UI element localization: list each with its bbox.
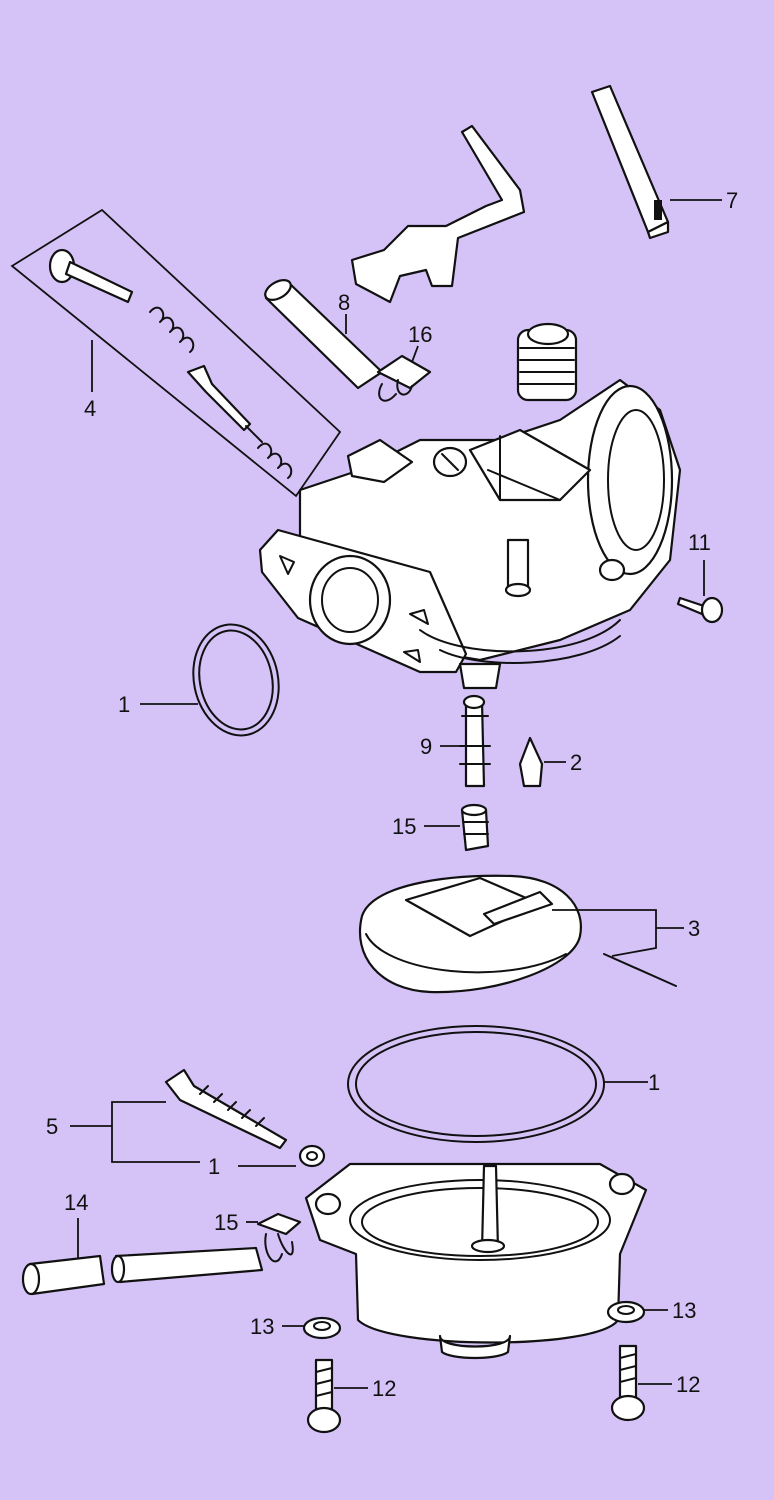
part-2-needle <box>518 736 544 788</box>
part-12-washer-left <box>302 1316 342 1340</box>
part-13-tubes <box>21 1246 264 1296</box>
carburetor-body <box>258 124 682 690</box>
leader-16 <box>411 345 419 363</box>
part-8-jet-holder <box>459 694 491 788</box>
label-5: 5 <box>46 1114 58 1139</box>
label-1a: 1 <box>118 692 130 717</box>
label-4: 4 <box>84 396 96 421</box>
part-5-drain-screw <box>164 1068 326 1168</box>
leader-3 <box>552 909 657 957</box>
label-7: 7 <box>726 188 738 213</box>
part-11-bolt-right <box>610 1344 646 1422</box>
label-9: 8 <box>338 290 350 315</box>
label-1c: 1 <box>208 1154 220 1179</box>
label-2: 2 <box>570 750 582 775</box>
part-1-oring-top <box>192 623 280 737</box>
part-9-tube <box>264 279 384 390</box>
label-12b: 13 <box>672 1298 696 1323</box>
float-bowl <box>304 1162 648 1360</box>
leader-5 <box>111 1101 200 1163</box>
part-16-clip <box>376 354 432 402</box>
label-13: 14 <box>64 1190 88 1215</box>
label-11b: 12 <box>676 1372 700 1397</box>
label-16: 16 <box>408 322 432 347</box>
label-1b: 1 <box>648 1070 660 1095</box>
part-15-clip <box>256 1212 302 1263</box>
label-15: 15 <box>214 1210 238 1235</box>
label-8: 9 <box>420 734 432 759</box>
part-12-washer-right <box>606 1300 646 1324</box>
label-3: 3 <box>688 916 700 941</box>
part-11-bolt-left <box>306 1358 342 1434</box>
label-12a: 13 <box>250 1314 274 1339</box>
part-10-screw <box>676 596 724 624</box>
label-10: 11 <box>688 530 711 555</box>
part-7-strip <box>590 84 670 240</box>
label-14: 15 <box>392 814 416 839</box>
part-3-float <box>358 874 677 994</box>
part-1-oring-large <box>347 1025 605 1143</box>
part-14-jet <box>460 803 490 852</box>
part-4-box <box>10 208 342 498</box>
label-11a: 12 <box>372 1376 396 1401</box>
